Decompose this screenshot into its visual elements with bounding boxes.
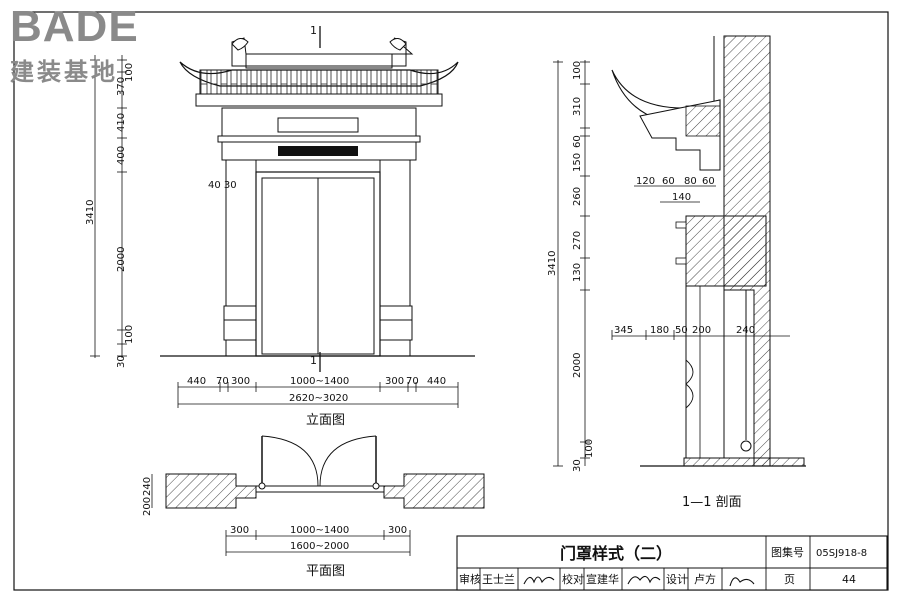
plan-wall-left <box>165 473 257 509</box>
door-swing-left <box>261 435 319 487</box>
plan-wall-right <box>383 473 485 509</box>
plan-dim-200: 200 <box>142 497 153 516</box>
plan-caption: 平面图 <box>306 564 345 579</box>
elev-dim-overall-height: 3410 <box>85 200 96 225</box>
sec-dim-2000: 2000 <box>572 353 583 378</box>
elev-dim-30: 30 <box>116 355 127 368</box>
elev-dim-side: 40 30 <box>208 180 237 191</box>
title-block: 门罩样式（二） 图集号 05SJ918-8 审核 王士兰 校对 宣建华 设计 卢… <box>456 535 888 591</box>
atlas-number: 05SJ918-8 <box>816 548 867 559</box>
roof-tiles <box>199 69 439 95</box>
elev-hdim-300a: 300 <box>231 376 250 387</box>
elevation-caption: 立面图 <box>306 413 345 428</box>
sec-dim-overall-height: 3410 <box>547 251 558 276</box>
door-swing-right <box>319 435 377 487</box>
section-lintel <box>685 215 767 287</box>
elev-hdim-70a: 70 <box>216 376 229 387</box>
plan-hdim-overall: 1600~2000 <box>290 541 349 552</box>
logo-brand: BADE <box>10 2 139 51</box>
check-signature <box>627 575 661 585</box>
ridge-ornament-left <box>231 38 249 51</box>
logo-subtitle: 建装基地 <box>10 58 118 86</box>
plan-dim-240: 240 <box>142 477 153 496</box>
elev-dim-100: 100 <box>124 63 135 82</box>
plaque <box>278 146 358 156</box>
elev-dim-370: 370 <box>116 77 127 96</box>
elev-dim-100b: 100 <box>124 325 135 344</box>
elev-dim-2000: 2000 <box>116 247 127 272</box>
check-name: 宣建华 <box>586 572 619 586</box>
review-label: 审核 <box>459 572 481 586</box>
sec-dim-100: 100 <box>572 61 583 80</box>
plan-view: 240 200 300 1000~1400 300 1600~2000 平面图 <box>142 435 485 579</box>
sheet-border <box>13 11 889 591</box>
sec-top-120: 120 <box>636 176 655 187</box>
elevation-view: 1 1 <box>85 24 475 428</box>
page-number: 44 <box>842 573 856 586</box>
section-caption: 1—1 剖面 <box>682 495 742 510</box>
sec-hdim-180: 180 <box>650 325 669 336</box>
plan-hdim-door: 1000~1400 <box>290 525 349 536</box>
elev-dim-410: 410 <box>116 113 127 132</box>
section-mark-bottom: 1 <box>310 354 317 367</box>
sec-top-60a: 60 <box>662 176 675 187</box>
sec-hdim-200: 200 <box>692 325 711 336</box>
roof-eave-band <box>195 93 443 107</box>
sec-dim-150: 150 <box>572 153 583 172</box>
elev-hdim-300b: 300 <box>385 376 404 387</box>
sec-dim-260: 260 <box>572 187 583 206</box>
drawing-title: 门罩样式（二） <box>560 544 672 563</box>
sec-dim-30: 30 <box>572 459 583 472</box>
section-mark-top: 1 <box>310 24 317 37</box>
ridge-ornament-right <box>389 38 407 51</box>
design-signature <box>729 577 755 587</box>
sec-hdim-50: 50 <box>675 325 688 336</box>
sec-hdim-240: 240 <box>736 325 755 336</box>
elev-hdim-70b: 70 <box>406 376 419 387</box>
sec-dim-130: 130 <box>572 263 583 282</box>
logo: BADE 建装基地 <box>4 2 174 86</box>
elev-hdim-440a: 440 <box>187 376 206 387</box>
sec-hdim-345: 345 <box>614 325 633 336</box>
sec-top-80: 80 <box>684 176 697 187</box>
sec-dim-270: 270 <box>572 231 583 250</box>
plan-hdim-300a: 300 <box>230 525 249 536</box>
plan-hdim-300b: 300 <box>388 525 407 536</box>
review-signature <box>523 576 555 585</box>
design-name: 卢方 <box>694 572 716 586</box>
sec-top-60b: 60 <box>702 176 715 187</box>
sec-dim-310: 310 <box>572 97 583 116</box>
section-view: 100 310 60 150 260 270 130 2000 100 30 3… <box>547 35 806 510</box>
elev-dim-400: 400 <box>116 146 127 165</box>
check-label: 校对 <box>562 572 584 586</box>
sec-dim-100b: 100 <box>584 439 595 458</box>
review-name: 王士兰 <box>482 573 515 586</box>
sec-top-140: 140 <box>672 192 691 203</box>
elev-hdim-door: 1000~1400 <box>290 376 349 387</box>
section-pillar <box>685 285 725 459</box>
atlas-label: 图集号 <box>771 545 804 559</box>
elev-hdim-overall: 2620~3020 <box>289 393 348 404</box>
sec-dim-60: 60 <box>572 135 583 148</box>
page-label: 页 <box>784 573 795 586</box>
elev-hdim-440b: 440 <box>427 376 446 387</box>
design-label: 设计 <box>666 573 688 586</box>
